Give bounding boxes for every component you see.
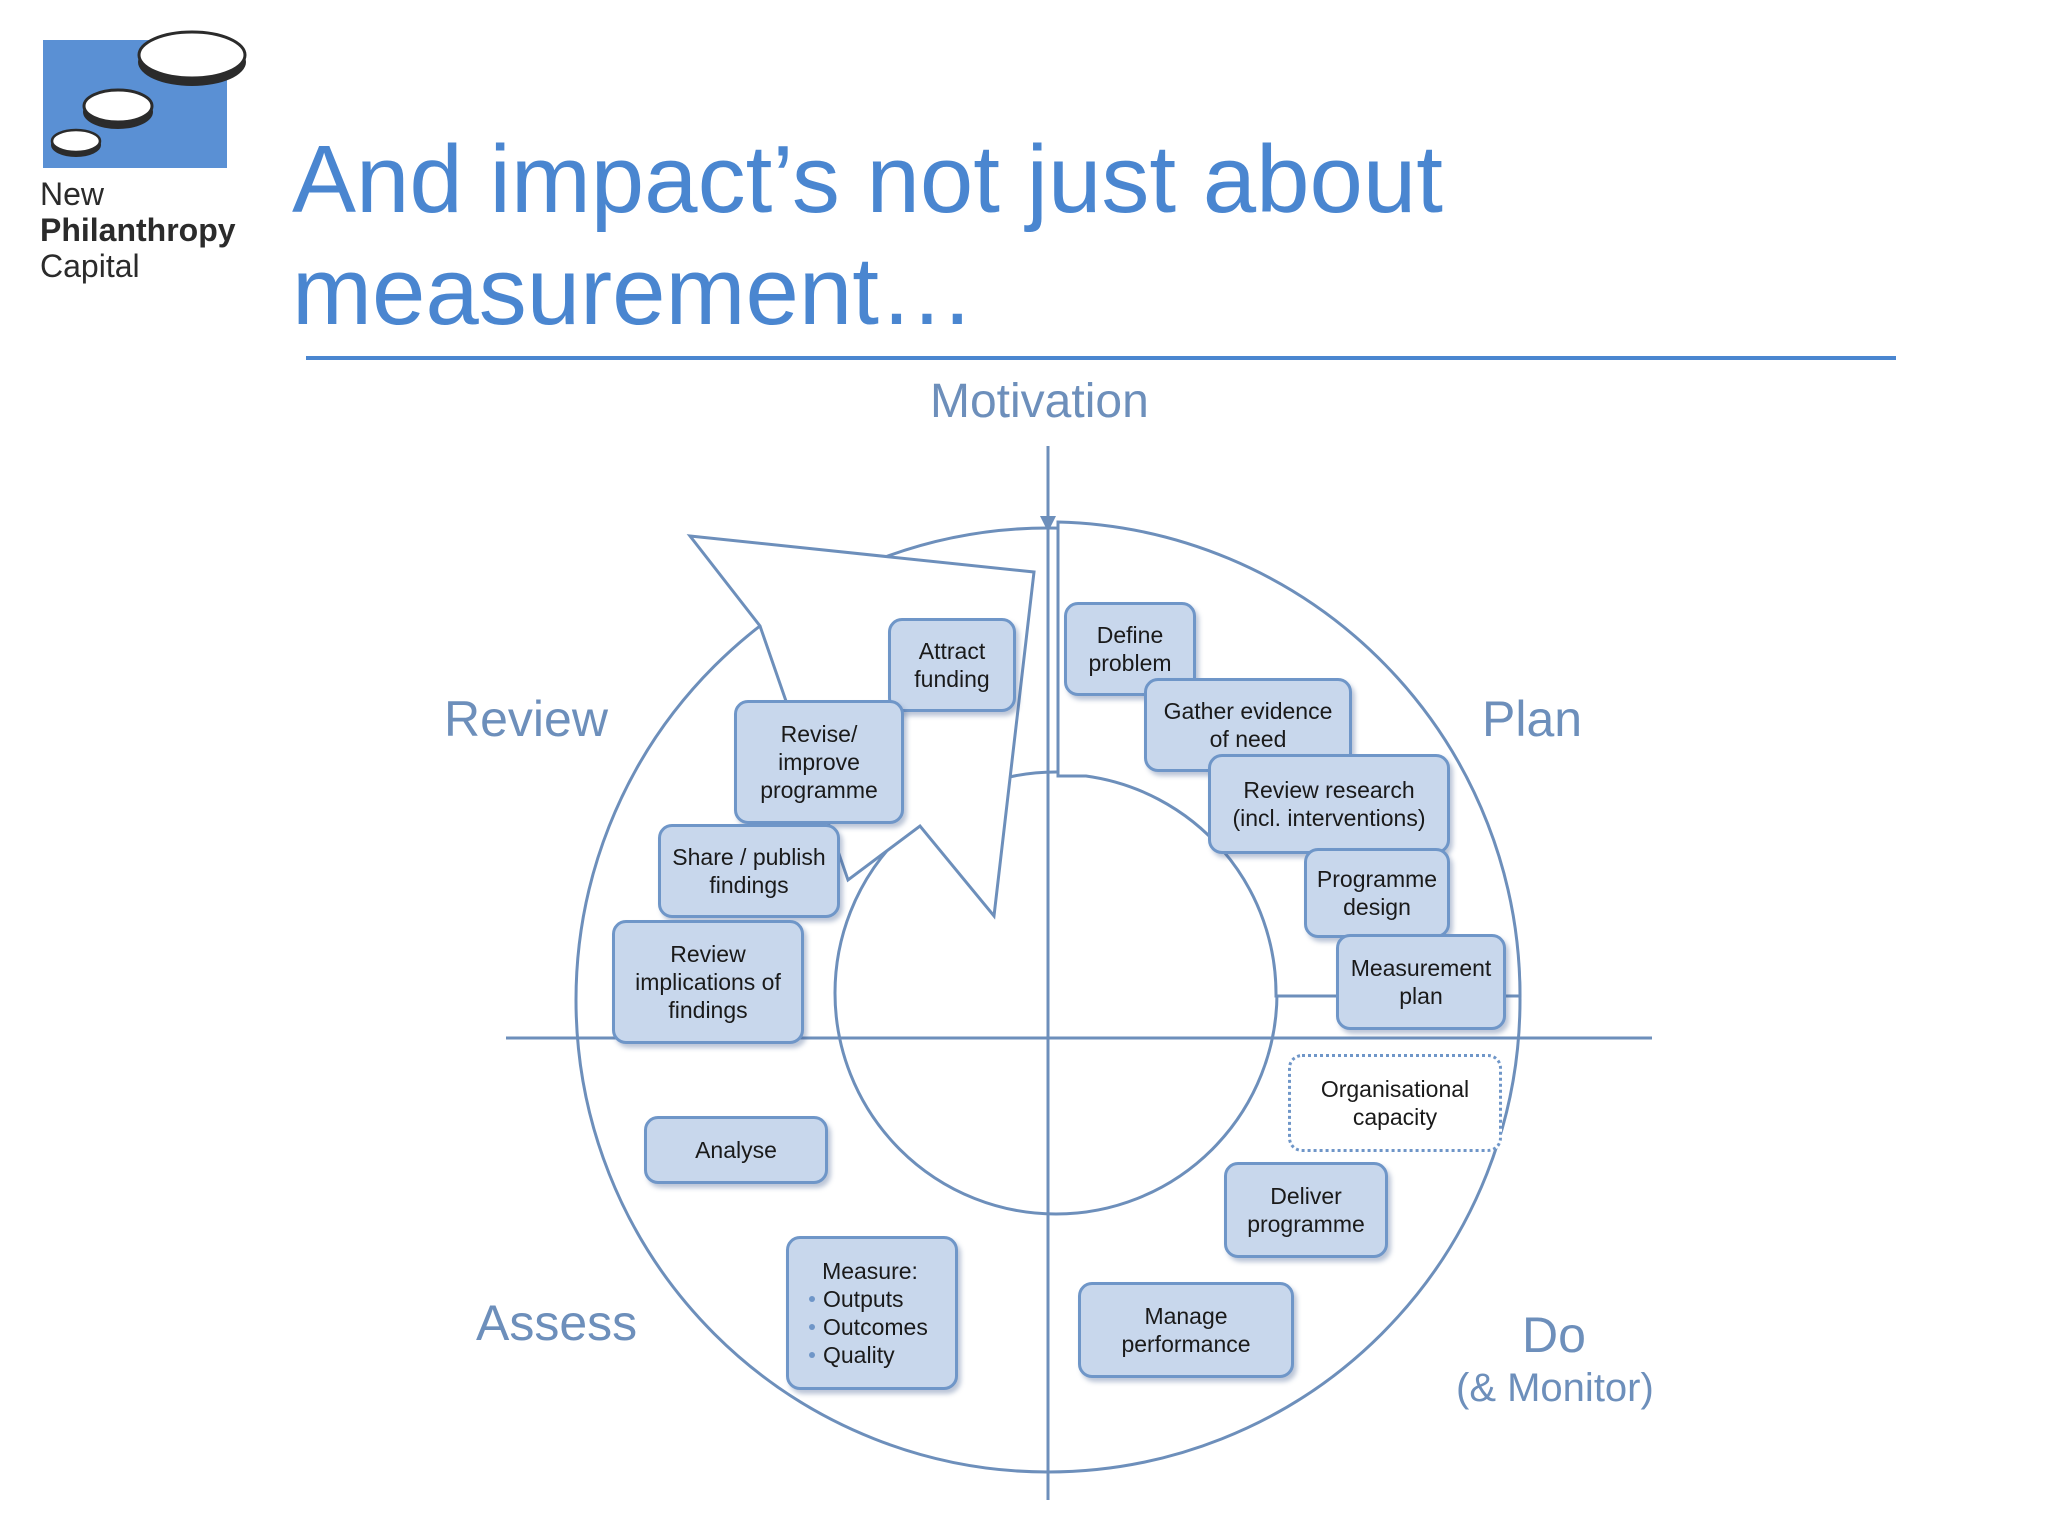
programme-design-box: Programme design bbox=[1304, 848, 1450, 938]
box-text-line: improve bbox=[778, 749, 860, 775]
box-text-line: Review research bbox=[1243, 777, 1415, 803]
box-text-line: Define bbox=[1096, 622, 1164, 648]
slide-title-line-2: measurement… bbox=[292, 238, 975, 345]
manage-performance-box: Manage performance bbox=[1078, 1282, 1294, 1378]
motivation-label: Motivation bbox=[930, 375, 1149, 428]
box-text-line: Analyse bbox=[695, 1137, 777, 1163]
attract-funding-box: Attract funding bbox=[888, 618, 1016, 712]
box-text-line: findings bbox=[709, 872, 789, 898]
measure-item-quality: Quality bbox=[809, 1341, 895, 1369]
box-text-line: Revise/ bbox=[780, 721, 858, 747]
box-text-line: Gather evidence bbox=[1163, 698, 1333, 724]
box-text-line: Organisational bbox=[1320, 1076, 1470, 1102]
box-text-line: findings bbox=[668, 997, 748, 1023]
do-sublabel: (& Monitor) bbox=[1456, 1366, 1654, 1410]
box-text-line: (incl. interventions) bbox=[1232, 805, 1426, 831]
measure-item-outcomes: Outcomes bbox=[809, 1313, 928, 1341]
box-text-line: Measurement bbox=[1350, 955, 1492, 981]
do-label: Do bbox=[1522, 1307, 1586, 1363]
box-text-line: capacity bbox=[1352, 1104, 1438, 1130]
assess-label: Assess bbox=[476, 1295, 638, 1351]
box-text-line: Manage bbox=[1144, 1303, 1228, 1329]
box-text-line: programme bbox=[1247, 1211, 1365, 1237]
box-text-line: Attract bbox=[918, 638, 986, 664]
slide-title-line-1: And impact’s not just about bbox=[292, 126, 1443, 233]
define-problem-box: Define problem bbox=[1064, 602, 1196, 696]
box-text-line: problem bbox=[1088, 650, 1172, 676]
box-text-line: of need bbox=[1209, 726, 1287, 752]
share-publish-findings-box: Share / publish findings bbox=[658, 824, 840, 918]
logo-text-philanthropy: Philanthropy bbox=[40, 212, 236, 248]
logo-text-capital: Capital bbox=[40, 248, 140, 284]
box-text-line: funding bbox=[914, 666, 990, 692]
box-text-line: plan bbox=[1399, 983, 1443, 1009]
slide-title: And impact’s not just about measurement… bbox=[292, 124, 1892, 348]
box-text-line: Deliver bbox=[1270, 1183, 1342, 1209]
review-research-box: Review research (incl. interventions) bbox=[1208, 754, 1450, 854]
measure-item-outputs: Outputs bbox=[809, 1285, 904, 1313]
motivation-arrowhead-icon bbox=[1040, 516, 1056, 532]
plan-label: Plan bbox=[1482, 691, 1583, 747]
review-label: Review bbox=[444, 691, 608, 747]
review-implications-box: Review implications of findings bbox=[612, 920, 804, 1044]
box-text-line: Programme bbox=[1316, 866, 1438, 892]
analyse-box: Analyse bbox=[644, 1116, 828, 1184]
measurement-plan-box: Measurement plan bbox=[1336, 934, 1506, 1030]
box-text-line: Review bbox=[670, 941, 746, 967]
box-text-line: Share / publish bbox=[672, 844, 826, 870]
box-text-line: implications of bbox=[635, 969, 781, 995]
revise-programme-box: Revise/ improve programme bbox=[734, 700, 904, 824]
organisational-capacity-box: Organisational capacity bbox=[1288, 1054, 1502, 1152]
measure-heading: Measure: bbox=[822, 1258, 918, 1284]
box-text-line: performance bbox=[1121, 1331, 1251, 1357]
logo-text-new: New bbox=[40, 176, 105, 212]
box-text-line: design bbox=[1343, 894, 1411, 920]
measure-box: Measure: Outputs Outcomes Quality bbox=[786, 1236, 958, 1390]
npc-logo: New Philanthropy Capital bbox=[0, 0, 260, 282]
deliver-programme-box: Deliver programme bbox=[1224, 1162, 1388, 1258]
box-text-line: programme bbox=[760, 777, 878, 803]
title-divider bbox=[306, 356, 1896, 360]
coins-logo-icon bbox=[43, 30, 247, 168]
